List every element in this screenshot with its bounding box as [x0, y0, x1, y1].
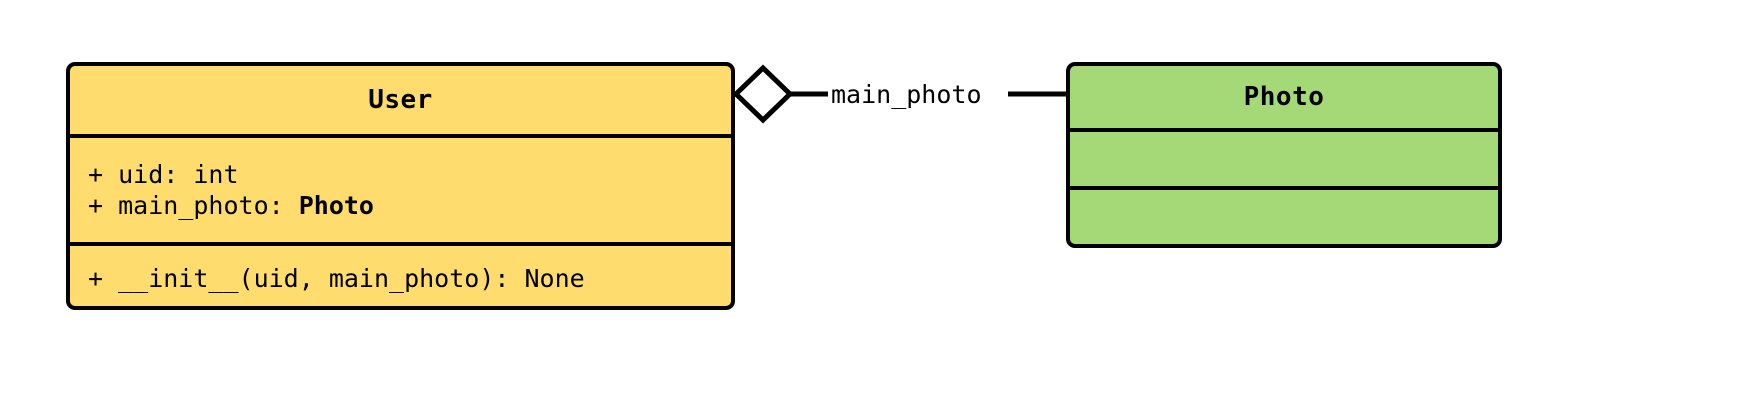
uml-attribute-uid-text: + uid: int	[88, 160, 239, 189]
uml-class-photo-attributes	[1070, 128, 1498, 186]
uml-class-photo-title: Photo	[1243, 82, 1325, 112]
uml-class-photo[interactable]: Photo	[1066, 62, 1502, 248]
uml-class-user-title: User	[368, 85, 433, 115]
uml-method-init: + __init__(uid, main_photo): None	[88, 263, 713, 294]
uml-method-init-text: + __init__(uid, main_photo): None	[88, 263, 585, 293]
uml-class-photo-methods	[1070, 186, 1498, 244]
uml-class-user-methods: + __init__(uid, main_photo): None	[70, 242, 731, 306]
aggregation-diamond-icon	[732, 64, 794, 124]
uml-attribute-uid: + uid: int	[88, 159, 713, 190]
uml-attribute-main-photo-text: + main_photo:	[88, 191, 299, 220]
uml-class-user[interactable]: User + uid: int + main_photo: Photo + __…	[66, 62, 735, 310]
aggregation-connector	[730, 60, 1070, 130]
uml-class-user-attributes: + uid: int + main_photo: Photo	[70, 134, 731, 242]
uml-attribute-main-photo: + main_photo: Photo	[88, 190, 713, 221]
association-label-main-photo: main_photo	[828, 80, 985, 110]
uml-attribute-main-photo-type: Photo	[298, 191, 374, 220]
